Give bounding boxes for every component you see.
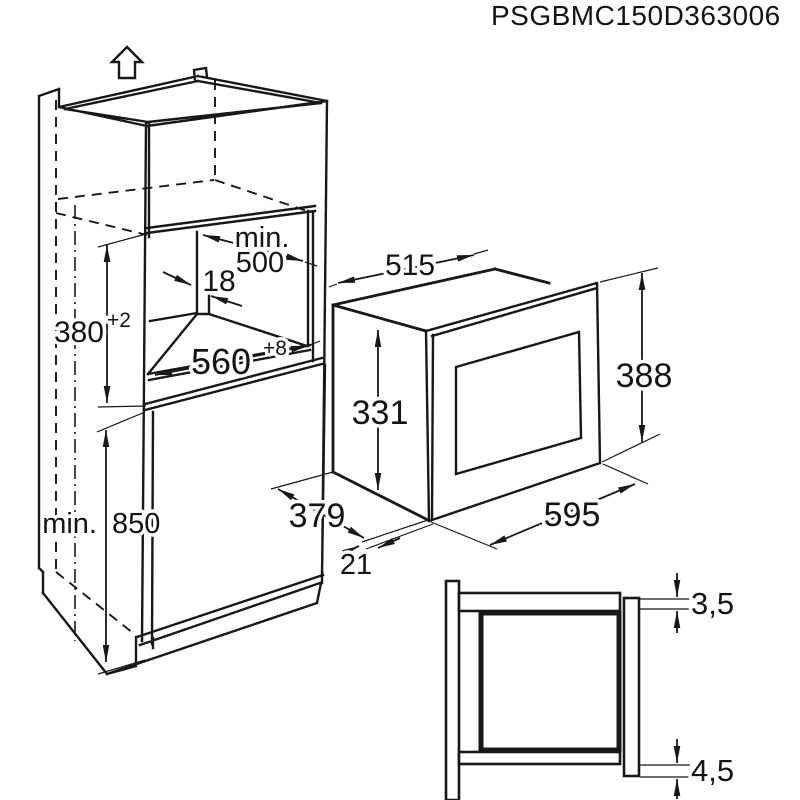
- label-niche-depth-value: 500: [236, 247, 284, 279]
- label-depth-overall: 515: [385, 249, 435, 282]
- section-front-frame: [622, 596, 641, 778]
- dim-niche-depth-line: [202, 234, 304, 262]
- section-oven-body: [478, 610, 622, 753]
- dim-depth-overall-line: [337, 254, 475, 284]
- dim-body-depth-line: [277, 488, 365, 539]
- niche-cross-section-drawing: 3,5 4,5: [444, 573, 738, 800]
- label-top-overlap: 3,5: [691, 586, 734, 621]
- microwave-oven-drawing: 515 331 388 595 379 21: [270, 246, 676, 585]
- section-top-panel: [457, 591, 622, 613]
- dim-frame-projection-arrow-a: [339, 545, 360, 557]
- dim-panel-thickness-arrow-b: [210, 295, 243, 307]
- label-front-height: 388: [616, 357, 673, 395]
- cabinet-extension-lines: [96, 233, 321, 675]
- section-bottom-panel: [457, 750, 622, 766]
- oven-door-window: [454, 330, 583, 476]
- label-niche-width: 560: [191, 341, 251, 382]
- dim-niche-width-line: [154, 345, 309, 376]
- label-niche-width-tolerance: +8: [263, 337, 287, 360]
- label-body-depth: 379: [289, 497, 346, 535]
- label-frame-projection: 21: [340, 549, 372, 581]
- label-niche-height-tolerance: +2: [107, 309, 131, 332]
- label-front-width: 595: [544, 496, 601, 534]
- product-code: PSGBMC150D363006: [491, 0, 781, 31]
- arrow-up-icon: [109, 45, 145, 80]
- label-niche-height: 380: [54, 316, 104, 349]
- label-panel-thickness: 18: [202, 265, 235, 298]
- label-body-height: 331: [352, 394, 409, 432]
- label-bottom-overlap: 4,5: [691, 753, 734, 788]
- oven-top-face: [333, 269, 549, 331]
- dim-panel-thickness-arrow-a: [162, 271, 192, 286]
- oven-body-edges: [331, 267, 551, 522]
- label-worktop-height-prefix: min.: [42, 508, 97, 540]
- dim-frame-projection-arrow-b: [377, 537, 401, 549]
- oven-front-frame-face: [426, 283, 600, 521]
- label-niche-depth-prefix: min.: [235, 222, 290, 254]
- oven-extension-lines: [270, 249, 661, 550]
- label-worktop-height-value: 850: [112, 508, 160, 540]
- dim-front-width-line: [489, 483, 636, 546]
- cabinet-column-drawing: min. 500 18 380 +2 560 +8 min. 850: [37, 45, 329, 676]
- section-side-panel: [444, 579, 461, 800]
- section-reference-lines: [640, 598, 690, 778]
- cabinet-outline: [37, 66, 329, 676]
